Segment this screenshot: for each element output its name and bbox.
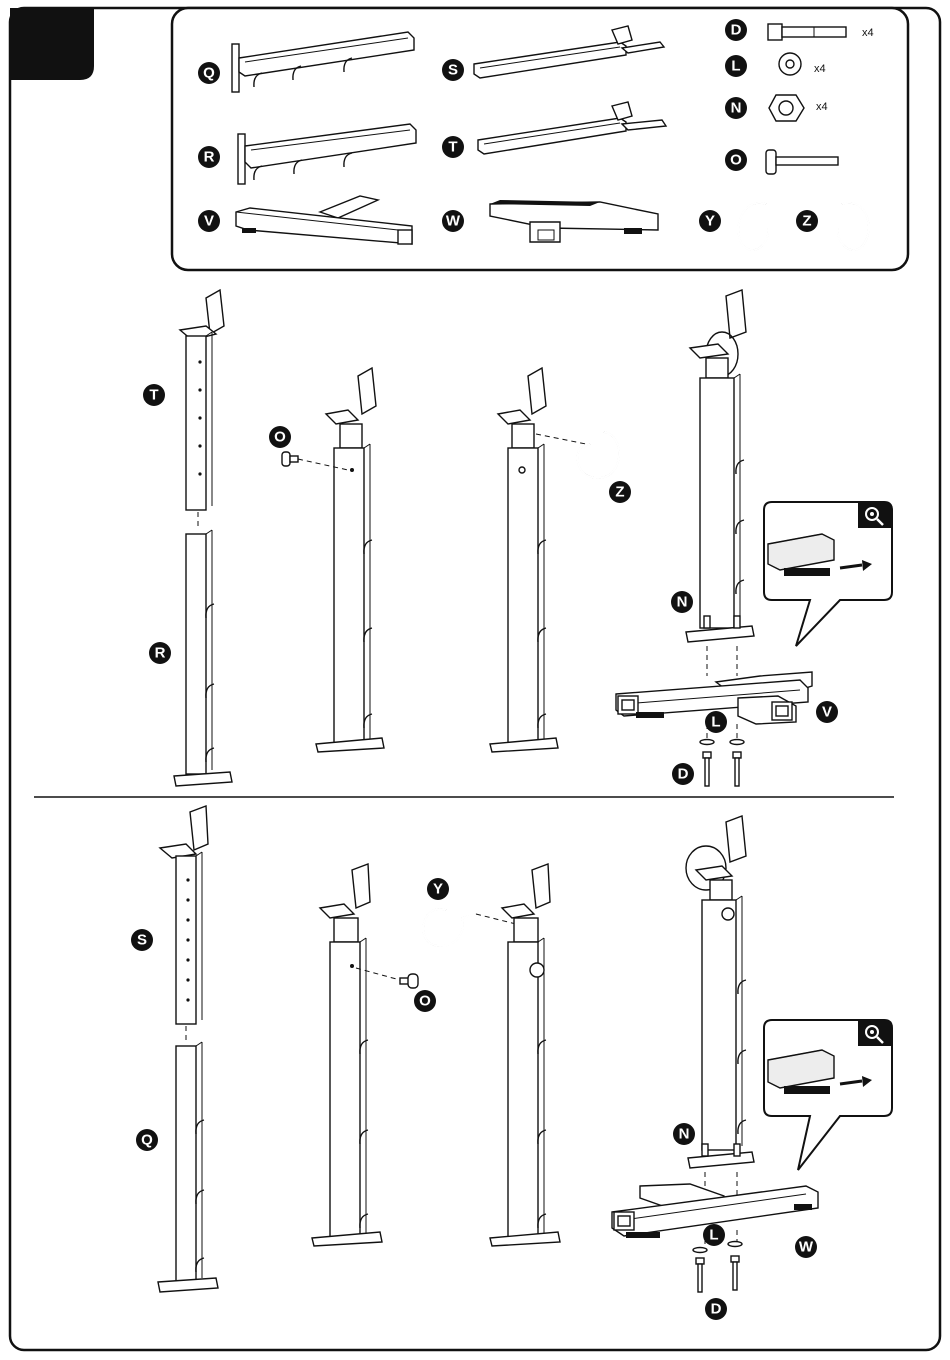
svg-text:D: D (711, 1301, 722, 1318)
svg-text:T: T (448, 139, 457, 156)
svg-text:L: L (711, 714, 720, 731)
step1-post-with-knob: O (269, 368, 384, 752)
step2-part-s: S (131, 806, 208, 1024)
step1-post-with-hook: Z (490, 368, 631, 752)
svg-text:Q: Q (141, 1132, 153, 1149)
svg-text:x4: x4 (816, 101, 828, 113)
svg-text:D: D (678, 766, 689, 783)
svg-text:N: N (679, 1126, 690, 1143)
svg-text:O: O (730, 152, 742, 169)
svg-text:R: R (204, 149, 215, 166)
step1-part-t: T (143, 290, 224, 510)
step2-post-with-knob: O Y (312, 864, 516, 1246)
svg-text:L: L (731, 58, 740, 75)
svg-text:Q: Q (203, 65, 215, 82)
step2-post-with-hook (490, 864, 560, 1246)
svg-text:L: L (709, 1227, 718, 1244)
svg-text:N: N (677, 594, 688, 611)
svg-text:S: S (137, 932, 147, 949)
step-1: T R O (143, 290, 892, 786)
svg-text:Z: Z (615, 484, 624, 501)
svg-text:V: V (204, 213, 214, 230)
svg-text:D: D (731, 22, 742, 39)
step2-part-q: Q (136, 1042, 218, 1292)
step1-zoom-callout (764, 502, 892, 646)
svg-text:Z: Z (802, 213, 811, 230)
step2-zoom-callout (764, 1020, 892, 1170)
svg-text:N: N (731, 100, 742, 117)
svg-text:R: R (155, 645, 166, 662)
step-number-tab (10, 8, 94, 80)
svg-text:x4: x4 (814, 63, 826, 75)
svg-text:T: T (149, 387, 158, 404)
svg-text:V: V (822, 704, 832, 721)
svg-text:x4: x4 (862, 27, 874, 39)
svg-text:Y: Y (705, 213, 715, 230)
step1-part-r: R (149, 530, 232, 786)
svg-text:O: O (419, 993, 431, 1010)
svg-text:Y: Y (433, 881, 443, 898)
svg-text:W: W (446, 213, 461, 230)
step-2: S Q O (131, 806, 892, 1320)
svg-text:S: S (448, 62, 458, 79)
svg-text:W: W (799, 1239, 814, 1256)
svg-text:O: O (274, 429, 286, 446)
